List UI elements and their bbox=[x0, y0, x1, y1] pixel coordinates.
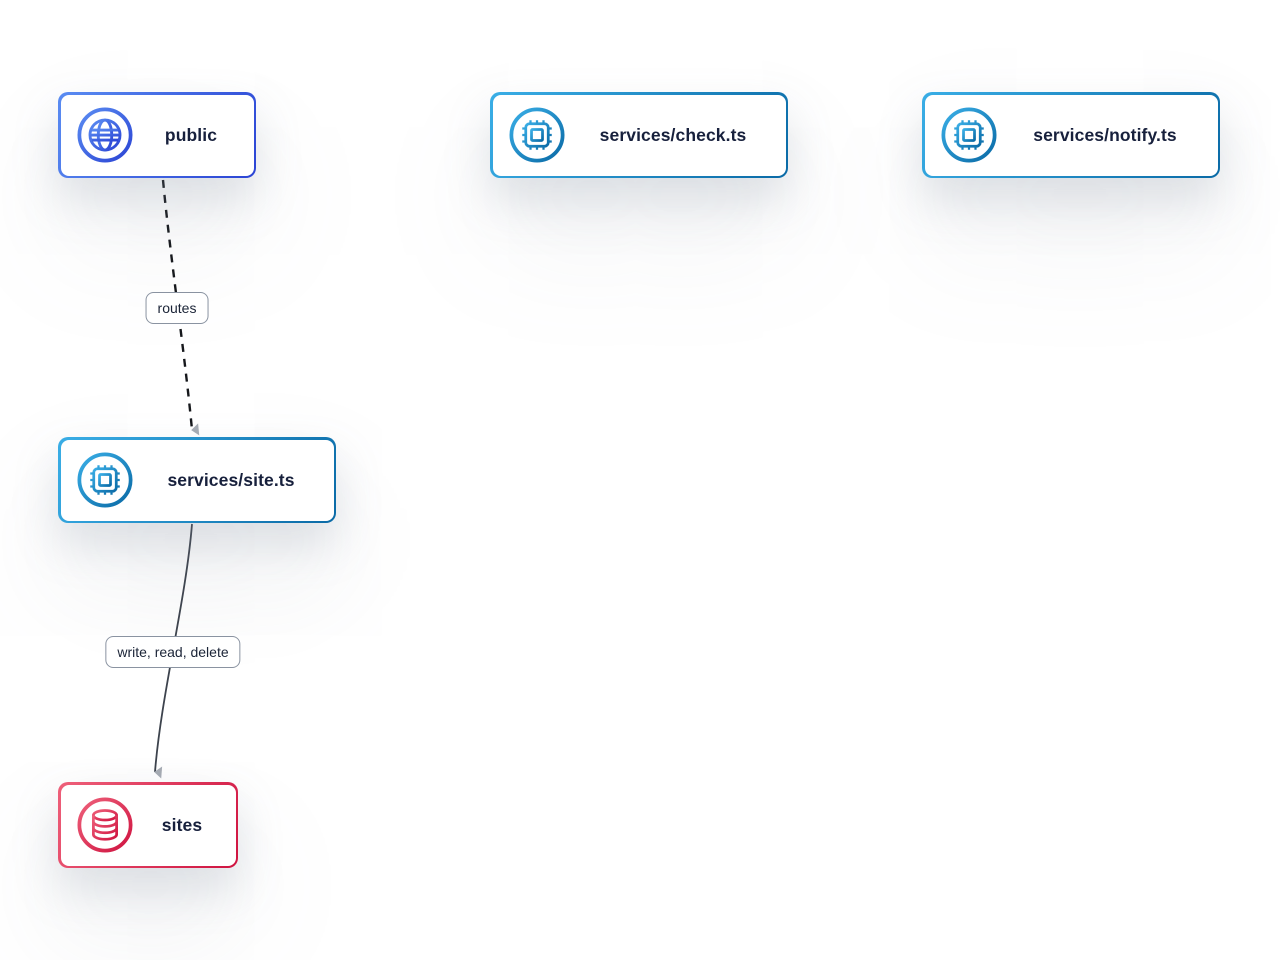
node-sites-body: sites bbox=[60, 784, 236, 866]
node-sites-label: sites bbox=[161, 814, 203, 835]
edge-label-routes: routes bbox=[145, 292, 209, 324]
node-services-notify[interactable]: services/notify.ts bbox=[922, 92, 1220, 178]
node-public[interactable]: public bbox=[58, 92, 256, 178]
node-public-body: public bbox=[60, 94, 254, 176]
node-services-notify-label: services/notify.ts bbox=[1033, 124, 1177, 145]
globe-icon bbox=[77, 107, 132, 163]
node-services-check-body: services/check.ts bbox=[492, 94, 786, 176]
database-icon bbox=[77, 797, 132, 853]
node-sites[interactable]: sites bbox=[58, 782, 238, 868]
chip-icon bbox=[941, 107, 996, 163]
node-services-check[interactable]: services/check.ts bbox=[490, 92, 788, 178]
chip-icon bbox=[509, 107, 564, 163]
node-services-site-label: services/site.ts bbox=[167, 469, 295, 490]
node-services-notify-body: services/notify.ts bbox=[924, 94, 1218, 176]
node-services-site-body: services/site.ts bbox=[60, 439, 334, 521]
node-services-check-label: services/check.ts bbox=[599, 124, 747, 145]
chip-icon bbox=[77, 452, 132, 508]
node-public-label: public bbox=[164, 124, 218, 145]
edge-label-write-read-delete: write, read, delete bbox=[105, 636, 241, 668]
node-services-site[interactable]: services/site.ts bbox=[58, 437, 336, 523]
